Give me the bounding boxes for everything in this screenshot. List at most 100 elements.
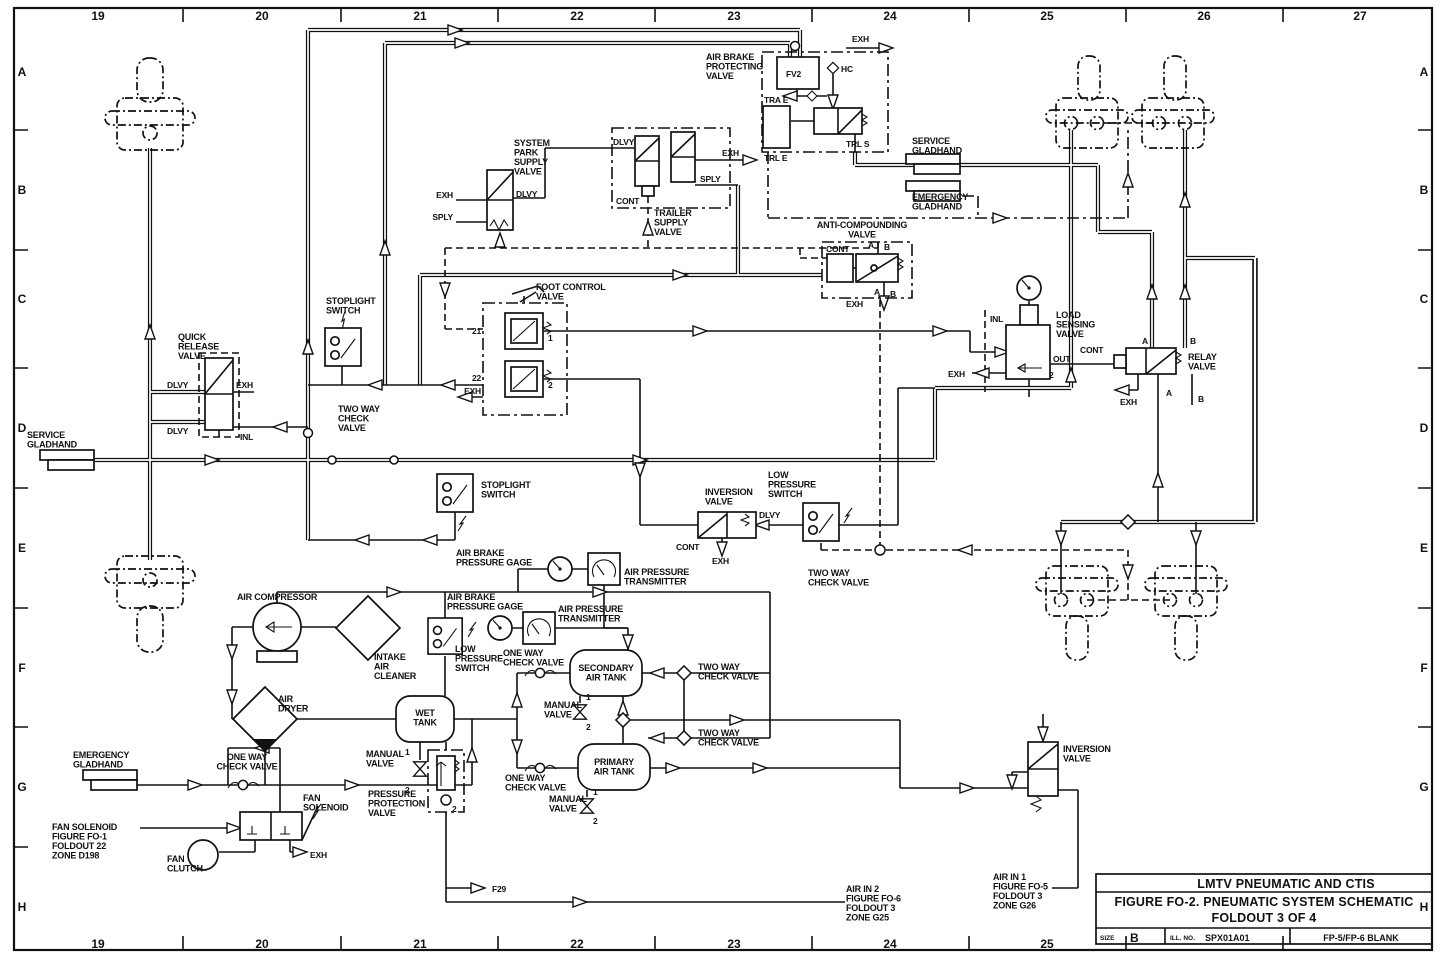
pressure-protection-valve-symbol: [427, 749, 465, 813]
stoplight-switch-1-symbol: [324, 311, 362, 367]
port-1: 1: [593, 787, 598, 797]
port-2: 2: [586, 722, 591, 732]
grid-row: G: [17, 780, 26, 794]
grid-row: E: [1420, 541, 1428, 555]
brake-chamber-rear-left: [104, 555, 196, 653]
title-system: LMTV PNEUMATIC AND CTIS: [1197, 877, 1375, 891]
port-fv2: FV2: [786, 69, 801, 79]
grid-col: 23: [727, 9, 741, 23]
port-dlvy: DLVY: [167, 380, 189, 390]
system-park-supply-valve-symbol: [486, 169, 514, 232]
grid-row: B: [18, 183, 27, 197]
port-dlvy: DLVY: [759, 510, 781, 520]
grid-row: B: [1420, 183, 1429, 197]
grid-row: E: [18, 541, 26, 555]
title-illno: SPX01A01: [1205, 933, 1250, 943]
port-2: 2: [593, 816, 598, 826]
grid-col: 20: [255, 9, 269, 23]
port-a: A: [874, 287, 880, 297]
sheet-border: [12, 6, 1434, 952]
port-dlvy: DLVY: [613, 137, 635, 147]
grid-row: D: [1420, 421, 1429, 435]
fan-clutch-symbol: [187, 839, 219, 871]
port-trl-e: TRL E: [764, 153, 788, 163]
port-b: B: [890, 289, 896, 299]
air-dryer-symbol: [231, 685, 299, 753]
port-1: 1: [405, 747, 410, 757]
title-size-label: SIZE: [1100, 935, 1115, 942]
title-figure: FIGURE FO-2. PNEUMATIC SYSTEM SCHEMATIC: [1114, 895, 1413, 909]
port-sply: SPLY: [432, 212, 453, 222]
title-size: B: [1130, 931, 1139, 945]
relay-valve-symbol: [1113, 347, 1183, 375]
port-22: 22: [472, 373, 482, 383]
grid-labels: 19 20 21 22 23 24 25 26 27 19 20 21 22 2…: [17, 9, 1428, 951]
primary-air-tank-symbol: [577, 743, 651, 791]
port-2: 2: [548, 380, 553, 390]
grid-row: F: [18, 661, 25, 675]
port-exh: EXH: [948, 369, 965, 379]
brake-chamber-front-left: [104, 57, 196, 151]
grid-col: 21: [413, 937, 427, 951]
title-sheet-note: FP-5/FP-6 BLANK: [1323, 933, 1399, 943]
ref-f29: F29: [492, 884, 507, 894]
pipe-lines: [137, 47, 1197, 903]
port-b: B: [884, 242, 890, 252]
port-a: A: [1142, 336, 1148, 346]
trailer-supply-valve-symbol: [611, 127, 731, 209]
port-dlvy: DLVY: [167, 426, 189, 436]
grid-col: 25: [1040, 937, 1054, 951]
port-b: B: [1198, 394, 1204, 404]
port-tra-e: TRA E: [764, 95, 789, 105]
grid-col: 22: [570, 9, 584, 23]
port-cont: CONT: [826, 244, 850, 254]
grid-col: 21: [413, 9, 427, 23]
wet-tank-symbol: [395, 695, 455, 743]
port-exh: EXH: [1120, 397, 1137, 407]
inversion-valve-mid-symbol: [697, 511, 757, 539]
trailer-brake-chambers-mid: [1035, 565, 1228, 661]
port-exh: EXH: [846, 299, 863, 309]
grid-row: G: [1419, 780, 1428, 794]
port-1: 1: [586, 692, 591, 702]
grid-col: 26: [1197, 9, 1211, 23]
air-brake-protecting-valve-symbol: [761, 51, 889, 153]
secondary-air-tank-symbol: [569, 649, 643, 697]
port-hc: HC: [841, 64, 853, 74]
grid-row: C: [18, 292, 27, 306]
low-pressure-switch-right-symbol: [802, 502, 853, 542]
air-compressor-symbol: [252, 602, 302, 663]
port-2: 2: [405, 785, 410, 795]
